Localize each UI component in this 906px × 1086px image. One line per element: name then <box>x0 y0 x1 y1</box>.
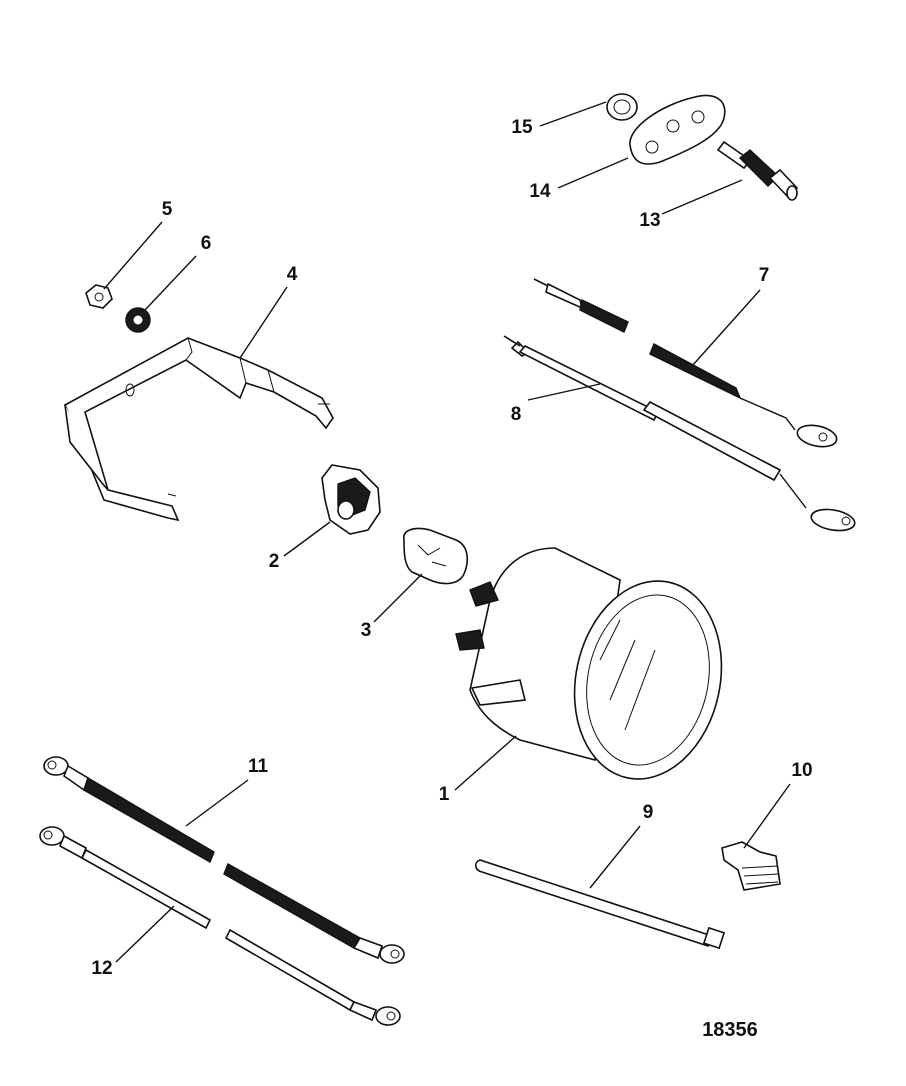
leader-10 <box>743 783 791 849</box>
leader-15 <box>539 101 607 127</box>
part-8-lead-wire <box>503 335 856 532</box>
leader-9 <box>589 825 641 889</box>
part-13-stud <box>716 140 799 201</box>
leader-12 <box>115 905 175 963</box>
callout-9: 9 <box>643 802 654 823</box>
callout-15: 15 <box>511 117 533 138</box>
callout-3: 3 <box>361 620 372 641</box>
leader-lines <box>103 101 791 963</box>
callout-5: 5 <box>162 199 173 220</box>
callout-7: 7 <box>759 265 770 286</box>
part-1-gauge <box>455 547 723 780</box>
callout-2: 2 <box>269 551 280 572</box>
leader-6 <box>144 255 197 311</box>
leader-13 <box>661 179 743 215</box>
leader-1 <box>454 735 517 791</box>
callout-10: 10 <box>791 760 812 781</box>
leader-2 <box>283 521 331 557</box>
part-2-socket <box>321 464 381 535</box>
part-15-grommet <box>606 93 638 121</box>
callout-8: 8 <box>511 404 522 425</box>
part-4-bracket <box>63 337 334 522</box>
leader-3 <box>373 573 423 623</box>
callout-12: 12 <box>91 958 112 979</box>
part-5-nut <box>85 284 113 309</box>
leader-14 <box>557 157 629 189</box>
callout-1: 1 <box>439 784 450 805</box>
callout-14: 14 <box>529 181 551 202</box>
leader-11 <box>185 779 249 827</box>
part-6-washer <box>125 307 151 333</box>
callout-13: 13 <box>639 210 660 231</box>
figure-number: 18356 <box>702 1019 758 1041</box>
callout-4: 4 <box>287 264 298 285</box>
leader-5 <box>103 221 163 290</box>
part-14-plate <box>629 94 726 165</box>
part-9-cable-tie <box>474 859 726 950</box>
part-12-ground-wire <box>39 826 401 1026</box>
callout-11: 11 <box>248 756 269 777</box>
leader-7 <box>691 289 761 367</box>
leader-4 <box>239 286 288 359</box>
part-7-lead-wire <box>533 278 838 448</box>
callout-labels: 15 14 13 5 6 4 7 8 2 3 1 10 9 11 12 <box>91 117 812 979</box>
part-11-ground-wire <box>43 756 405 964</box>
leader-8 <box>527 383 601 401</box>
callout-6: 6 <box>201 233 212 254</box>
part-3-bulb <box>403 527 469 585</box>
part-10-clip <box>721 841 781 891</box>
